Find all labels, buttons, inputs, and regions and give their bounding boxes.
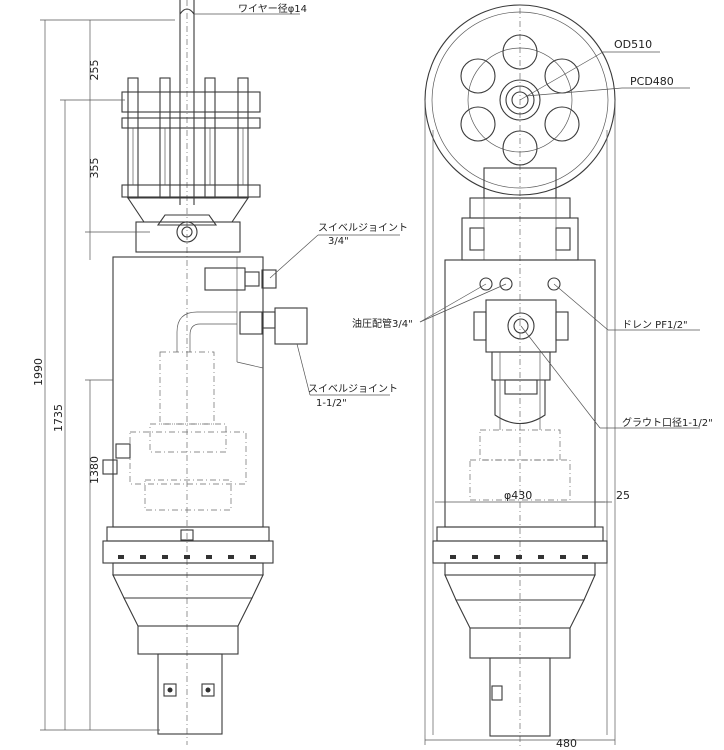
left-view [40,0,308,745]
label-body-diameter: φ430 [504,489,532,502]
label-swivel-joint-small: スイベルジョイント [318,222,408,234]
dimension-1735: 1735 [52,404,65,432]
label-hydraulic-pipe: 油圧配管3/4" [352,317,413,330]
guide-lines [424,100,616,735]
label-sheave-od: OD510 [614,38,652,51]
wire-rope [179,0,195,205]
label-offset-25: 25 [616,489,630,502]
label-wire-diameter: ワイヤー径φ14 [238,2,307,15]
label-swivel-joint-large: スイベルジョイント [308,383,398,395]
label-grout-port: グラウト口径1-1/2" [622,416,713,429]
label-sheave-pcd: PCD480 [630,75,674,88]
left-dimensions [40,19,175,731]
left-body [102,256,308,528]
leader-lines [194,13,700,429]
right-dimensions [424,501,616,745]
left-shaft [157,653,223,735]
hanger-frame [121,77,261,253]
right-shaft [489,657,551,737]
left-flange [102,526,274,655]
label-width-480: 480 [556,737,577,750]
dimension-355: 355 [88,158,101,179]
dimension-255: 255 [88,60,101,81]
dimension-1380: 1380 [88,456,101,484]
dimension-1990: 1990 [32,358,45,386]
right-flange [432,526,608,659]
right-view [424,4,616,748]
label-drain: ドレン PF1/2" [622,320,688,331]
label-swivel-joint-large-size: 1-1/2" [316,398,347,409]
right-body [444,259,596,528]
label-swivel-joint-small-size: 3/4" [328,236,349,247]
